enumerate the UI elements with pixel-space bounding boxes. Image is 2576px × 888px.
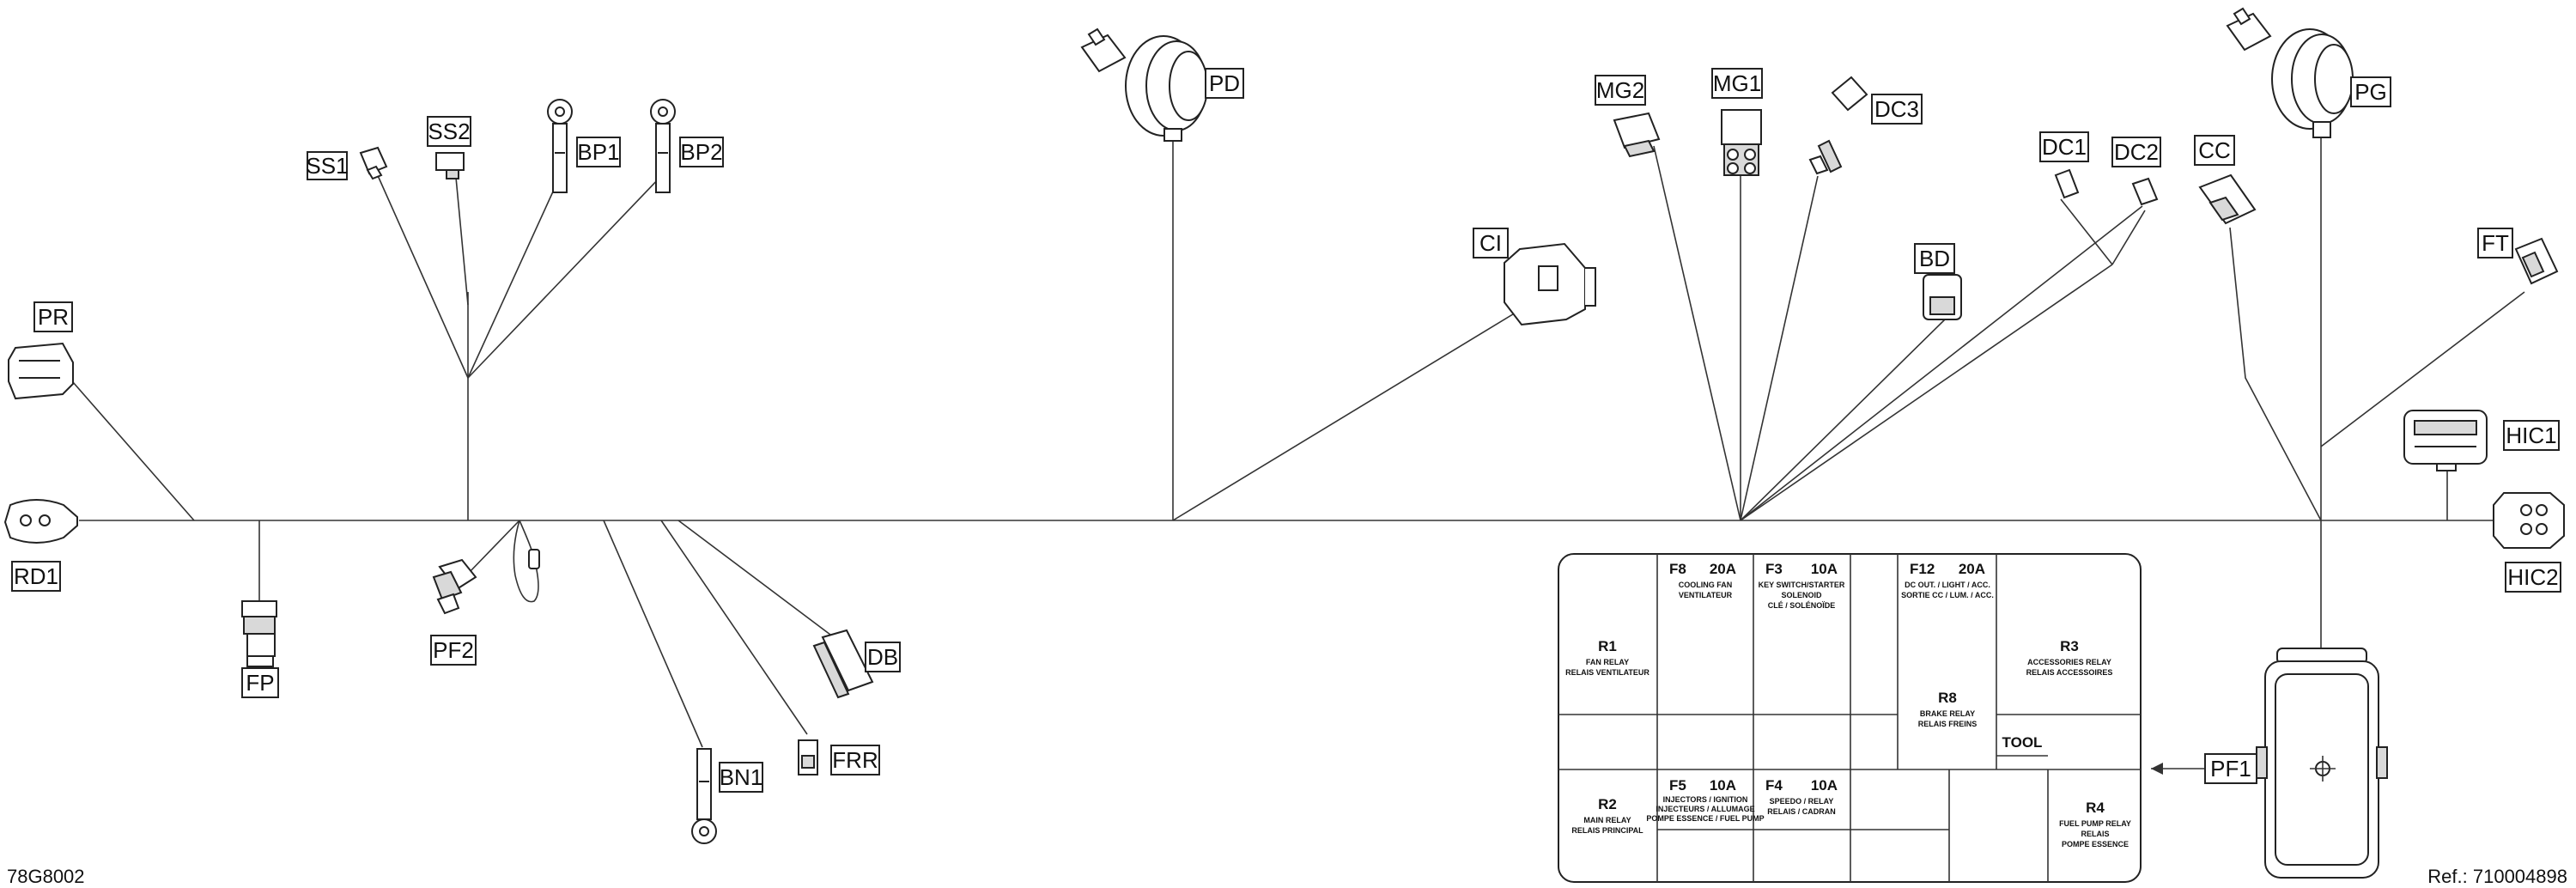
bd-connector-icon: [1923, 274, 1962, 320]
f5-line2: INJECTEURS / ALLUMAGE: [1656, 805, 1754, 813]
label-cc: CC: [2198, 137, 2231, 163]
tool-slot: TOOL: [2002, 734, 2043, 751]
r2-line1: MAIN RELAY: [1583, 816, 1631, 824]
label-rd1: RD1: [14, 563, 58, 589]
dc1-connector-icon: [2054, 168, 2080, 199]
f3-line3: CLÉ / SOLÉNOÏDE: [1768, 601, 1836, 610]
label-db: DB: [867, 644, 898, 670]
bn1-ring-terminal-icon: [691, 748, 717, 844]
r1-code: R1: [1598, 638, 1617, 654]
r8-code: R8: [1938, 690, 1957, 706]
label-ft: FT: [2482, 230, 2509, 256]
label-mg2: MG2: [1596, 77, 1644, 103]
f8-line1: COOLING FAN: [1679, 581, 1733, 589]
connector-labels: PR RD1 FP PF2 SS1 SS2 BP1 BP2 BN1 FRR DB…: [11, 68, 2561, 793]
label-bd: BD: [1919, 246, 1950, 271]
ft-connector-icon: [2514, 237, 2559, 285]
r3-code: R3: [2060, 638, 2079, 654]
ss2-connector-icon: [435, 152, 465, 179]
label-hic2: HIC2: [2507, 564, 2558, 590]
pd-gauge-sender-icon: [1080, 27, 1208, 142]
f3-amp: 10A: [1811, 561, 1838, 577]
dc3-connector-icon: [1808, 76, 1868, 175]
f5-line3: POMPE ESSENCE / FUEL PUMP: [1646, 814, 1764, 823]
mg2-connector-icon: [1613, 112, 1661, 158]
label-mg1: MG1: [1713, 70, 1761, 96]
label-pf2: PF2: [433, 637, 474, 663]
frr-connector-icon: [798, 739, 818, 775]
label-frr: FRR: [832, 747, 878, 773]
label-bp2: BP2: [680, 139, 722, 165]
label-ci: CI: [1479, 230, 1502, 256]
drawing-code: 78G8002: [7, 866, 85, 887]
fuse-box-layout: R1 FAN RELAY RELAIS VENTILATEUR R2 MAIN …: [1558, 553, 2142, 883]
label-hic1: HIC1: [2506, 423, 2556, 448]
hic1-connector-icon: [2403, 410, 2488, 471]
fp-connector-icon: [241, 600, 277, 667]
f4-line2: RELAIS / CADRAN: [1767, 807, 1836, 816]
label-bp1: BP1: [577, 139, 619, 165]
r2-code: R2: [1598, 796, 1617, 812]
r2-line2: RELAIS PRINCIPAL: [1571, 826, 1643, 835]
r4-line1: FUEL PUMP RELAY: [2059, 819, 2131, 828]
label-dc1: DC1: [2042, 134, 2087, 160]
f12-amp: 20A: [1959, 561, 1985, 577]
f12-code: F12: [1910, 561, 1935, 577]
label-dc2: DC2: [2114, 139, 2159, 165]
f12-line1: DC OUT. / LIGHT / ACC.: [1905, 581, 1990, 589]
bp1-ring-terminal-icon: [547, 99, 573, 193]
f3-line1: KEY SWITCH/STARTER: [1759, 581, 1845, 589]
db-connector-icon: [812, 629, 874, 699]
label-fp: FP: [246, 670, 274, 696]
f5-line1: INJECTORS / IGNITION: [1663, 795, 1748, 804]
f3-line2: SOLENOID: [1781, 591, 1822, 599]
reference-number: Ref.: 710004898: [2427, 866, 2567, 887]
bp2-ring-terminal-icon: [650, 99, 676, 193]
f5-code: F5: [1669, 777, 1686, 794]
f4-code: F4: [1765, 777, 1783, 794]
r8-line1: BRAKE RELAY: [1920, 709, 1975, 718]
f12-line2: SORTIE CC / LUM. / ACC.: [1901, 591, 1994, 599]
label-pf1: PF1: [2210, 756, 2251, 782]
r3-line2: RELAIS ACCESSOIRES: [2026, 668, 2113, 677]
r4-line3: POMPE ESSENCE: [2062, 840, 2129, 848]
label-pg: PG: [2354, 79, 2387, 105]
f8-line2: VENTILATEUR: [1679, 591, 1733, 599]
label-pd: PD: [1209, 70, 1240, 96]
r1-line2: RELAIS VENTILATEUR: [1565, 668, 1649, 677]
hic2-connector-icon: [2493, 492, 2565, 549]
connector-shapes: [3, 7, 2565, 879]
f3-code: F3: [1765, 561, 1783, 577]
pg-gauge-sender-icon: [2226, 7, 2354, 138]
inline-fuse-icon: [528, 549, 540, 569]
label-ss1: SS1: [306, 153, 348, 179]
pf1-fuse-box-icon: [2256, 648, 2388, 879]
rd1-connector-icon: [3, 499, 78, 544]
mg1-connector-icon: [1721, 109, 1762, 176]
f8-amp: 20A: [1710, 561, 1736, 577]
r4-code: R4: [2086, 800, 2105, 816]
r3-line1: ACCESSORIES RELAY: [2027, 658, 2111, 666]
pf2-connector-icon: [432, 558, 477, 615]
r1-line1: FAN RELAY: [1586, 658, 1629, 666]
pr-connector-icon: [8, 342, 74, 400]
ss1-connector-icon: [359, 146, 388, 180]
label-bn1: BN1: [720, 764, 763, 790]
label-ss2: SS2: [428, 119, 470, 144]
r8-line2: RELAIS FREINS: [1918, 720, 1978, 728]
f4-amp: 10A: [1811, 777, 1838, 794]
r4-line2: RELAIS: [2081, 830, 2109, 838]
f8-code: F8: [1669, 561, 1686, 577]
f5-amp: 10A: [1710, 777, 1736, 794]
f4-line1: SPEEDO / RELAY: [1770, 797, 1834, 806]
ci-connector-icon: [1504, 242, 1596, 326]
label-pr: PR: [38, 304, 69, 330]
dc2-connector-icon: [2131, 177, 2159, 206]
harness-wires: [72, 137, 2525, 775]
cc-connector-icon: [2198, 173, 2257, 225]
label-dc3: DC3: [1874, 96, 1919, 122]
